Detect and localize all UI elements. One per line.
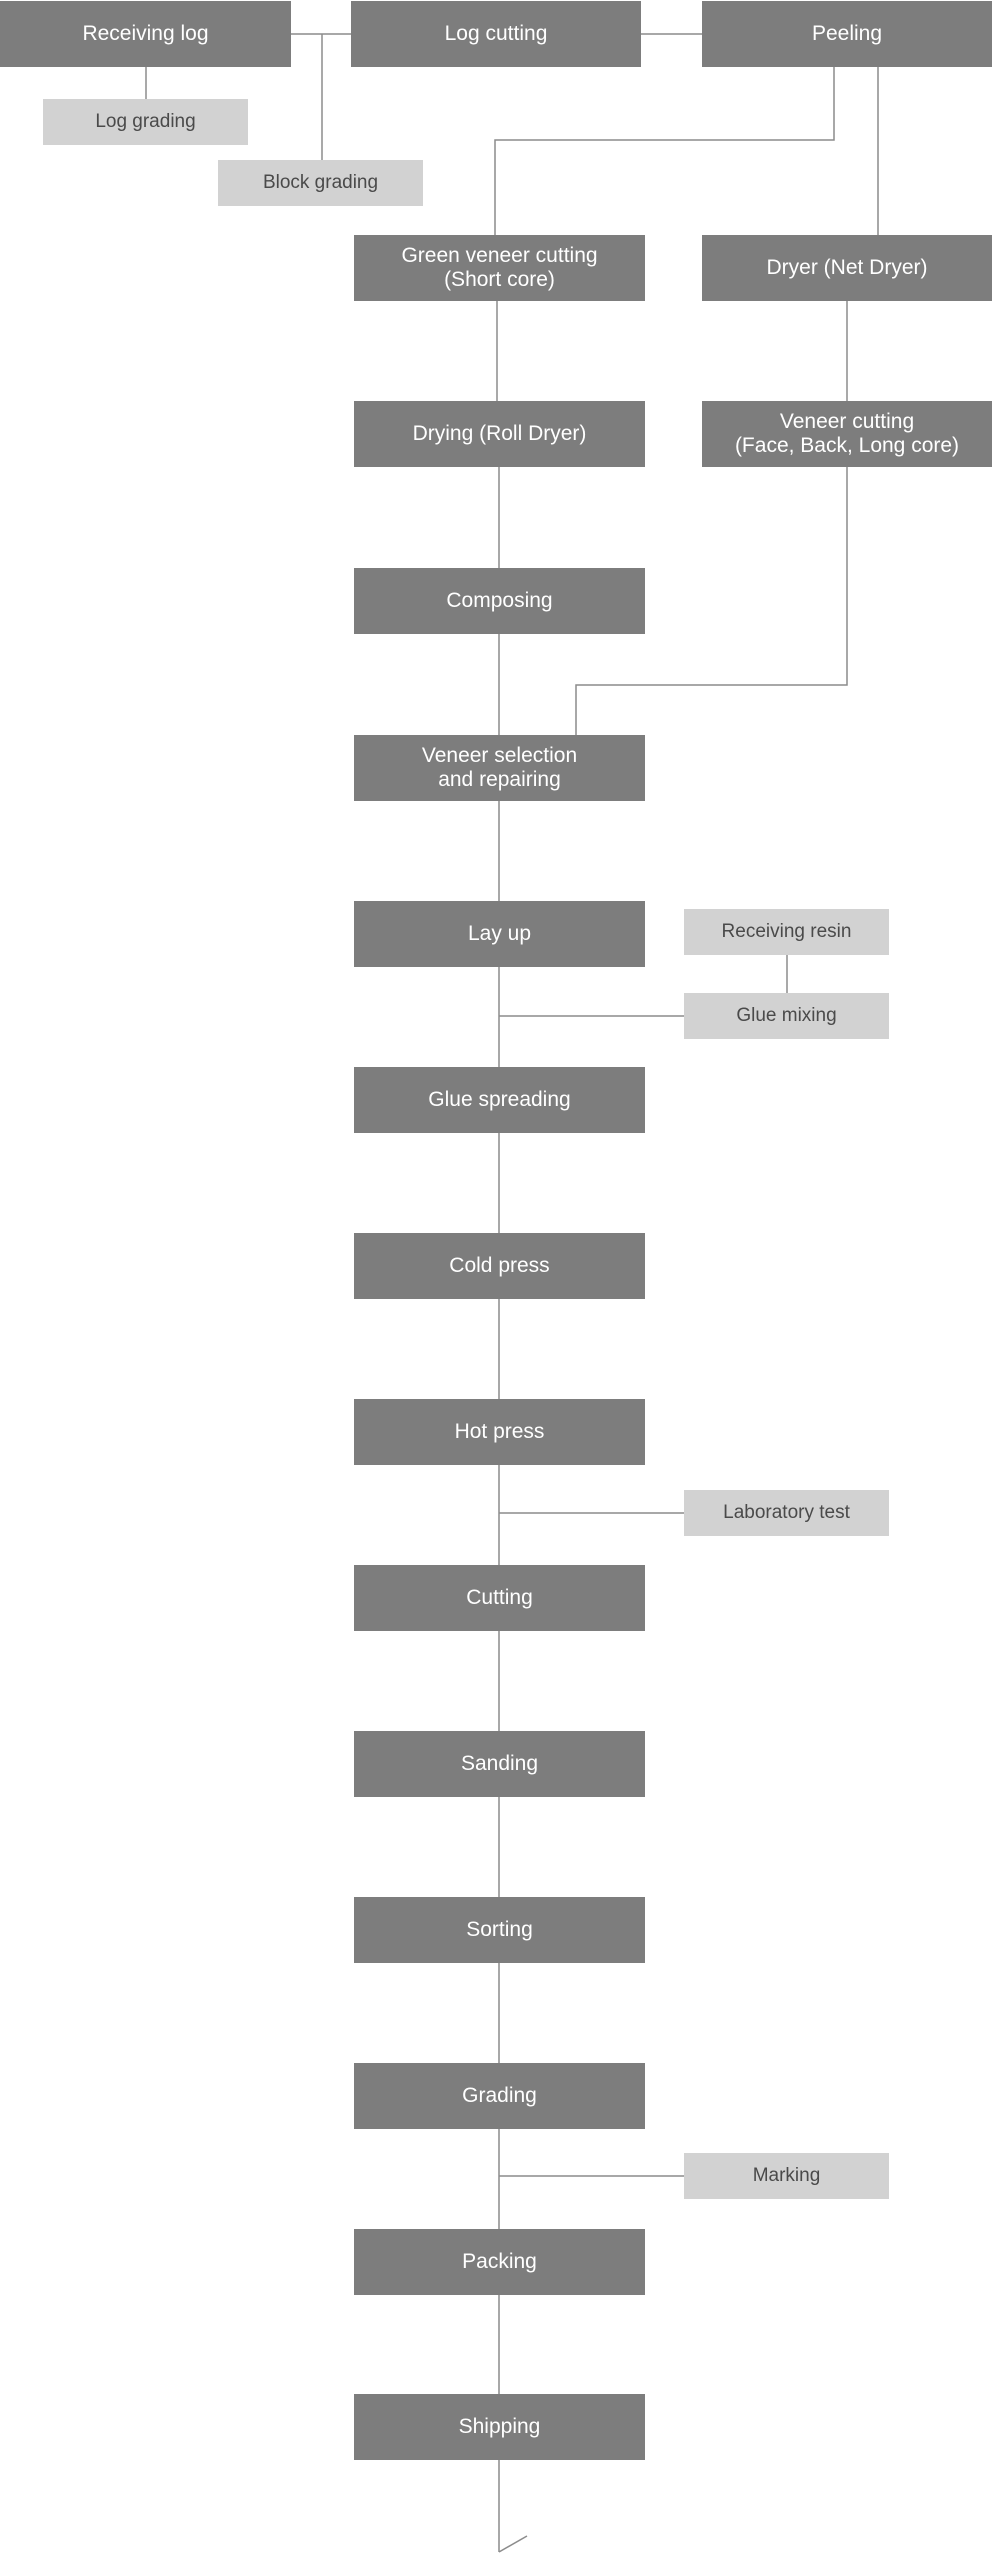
- node-veneer-selection: Veneer selection and repairing: [354, 735, 645, 801]
- node-glue-spreading: Glue spreading: [354, 1067, 645, 1133]
- node-dryer-net: Dryer (Net Dryer): [702, 235, 992, 301]
- node-peeling: Peeling: [702, 1, 992, 67]
- node-composing: Composing: [354, 568, 645, 634]
- connector-veneer-cutting-to-selection: [575, 467, 848, 735]
- node-log-cutting: Log cutting: [351, 1, 641, 67]
- node-grading: Grading: [354, 2063, 645, 2129]
- connector-end-mark: [498, 2535, 528, 2553]
- node-cutting: Cutting: [354, 1565, 645, 1631]
- node-drying-roll: Drying (Roll Dryer): [354, 401, 645, 467]
- node-receiving-log: Receiving log: [0, 1, 291, 67]
- node-shipping: Shipping: [354, 2394, 645, 2460]
- node-lay-up: Lay up: [354, 901, 645, 967]
- node-cold-press: Cold press: [354, 1233, 645, 1299]
- node-block-grading: Block grading: [218, 160, 423, 206]
- node-packing: Packing: [354, 2229, 645, 2295]
- node-sanding: Sanding: [354, 1731, 645, 1797]
- connector-peeling-to-green-veneer: [494, 67, 835, 235]
- node-receiving-resin: Receiving resin: [684, 909, 889, 955]
- node-hot-press: Hot press: [354, 1399, 645, 1465]
- node-laboratory-test: Laboratory test: [684, 1490, 889, 1536]
- node-marking: Marking: [684, 2153, 889, 2199]
- node-sorting: Sorting: [354, 1897, 645, 1963]
- node-glue-mixing: Glue mixing: [684, 993, 889, 1039]
- node-veneer-cutting: Veneer cutting (Face, Back, Long core): [702, 401, 992, 467]
- node-log-grading: Log grading: [43, 99, 248, 145]
- node-green-veneer-cutting: Green veneer cutting (Short core): [354, 235, 645, 301]
